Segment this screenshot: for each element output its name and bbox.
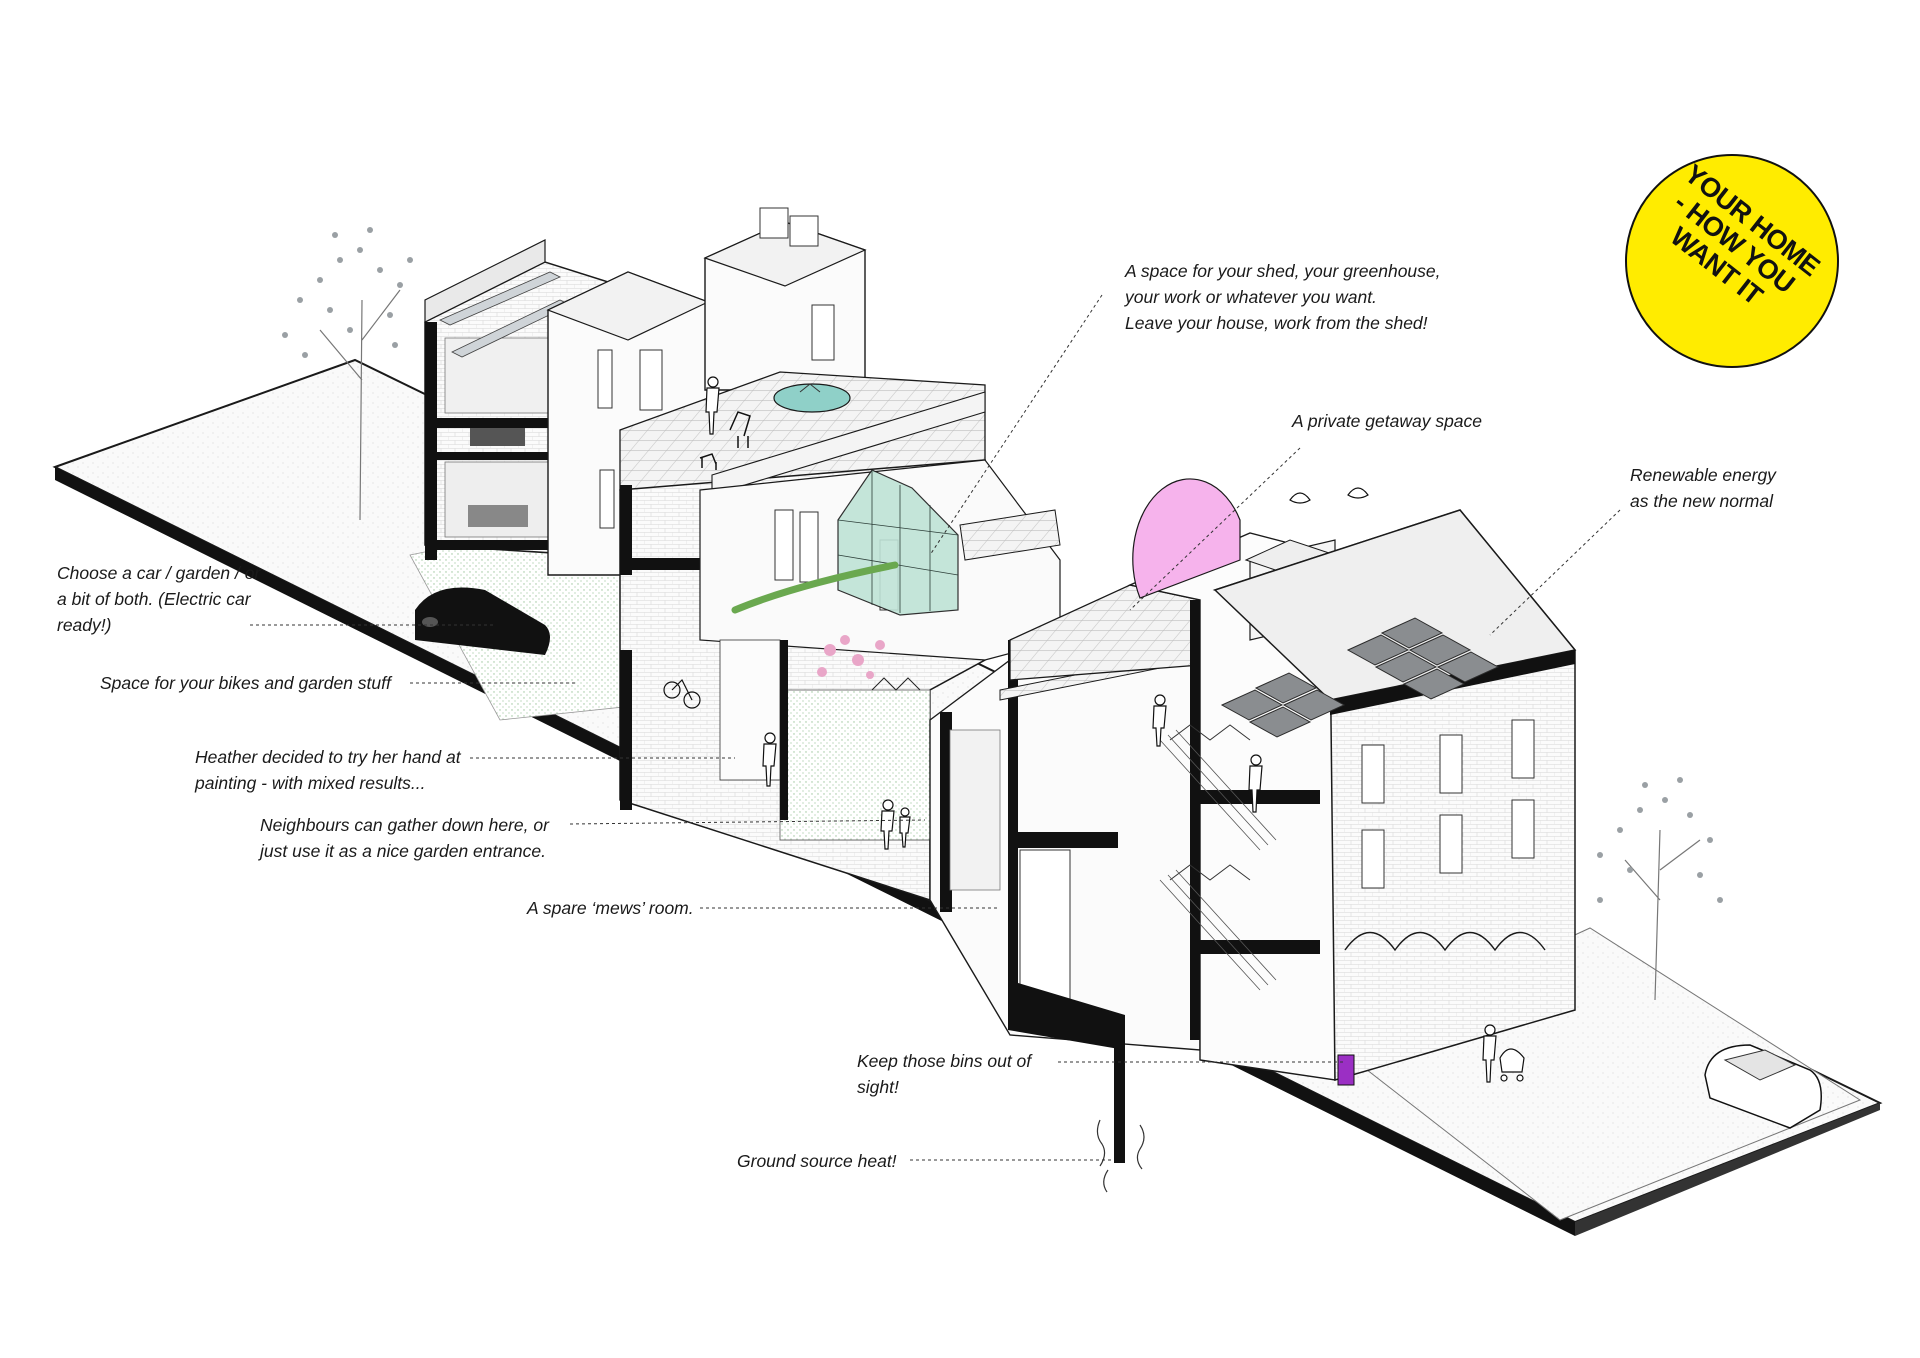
tree-icon [1597,777,1723,1001]
tree-icon [282,227,413,521]
solar-panel-icon [1220,617,1500,738]
annotation-mews: A spare ‘mews’ room. [527,898,694,918]
annotation-ground-heat: Ground source heat! [737,1151,897,1171]
person-icon [1152,694,1497,1083]
annotation-shed: A space for your shed, your greenhouse, … [1125,261,1441,333]
front-house-section [1009,478,1577,1086]
hot-tub-icon [773,383,851,413]
ground-source-heat-pipe [1096,985,1145,1193]
annotation-bikes: Space for your bikes and garden stuff [100,673,391,693]
annotation-neighbours: Neighbours can gather down here, or just… [260,815,549,861]
middle-block [619,391,1061,902]
person-icon [705,376,720,435]
annotation-heather: Heather decided to try her hand at paint… [195,747,461,793]
your-home-badge: YOUR HOME - HOW YOU WANT IT [1625,154,1839,368]
bicycle-icon [663,678,701,709]
rear-house-section [424,207,867,576]
annotation-bins: Keep those bins out of sight! [857,1051,1032,1097]
pram-icon [1499,1048,1525,1082]
blossom-tree [817,635,885,679]
pink-arch [1132,478,1241,599]
bin-store-door [1337,1054,1355,1086]
annotation-leaders [250,294,1621,1161]
greenhouse-icon [837,469,959,616]
annotation-getaway: A private getaway space [1292,411,1483,431]
chair-icon [699,411,751,470]
car-icon [1704,1044,1822,1129]
annotation-renewable: Renewable energy as the new normal [1630,465,1776,511]
bird-icon [1289,487,1369,504]
annotation-car-garden: Choose a car / garden / or a bit of both… [57,563,261,635]
mews-block [929,639,1201,1051]
